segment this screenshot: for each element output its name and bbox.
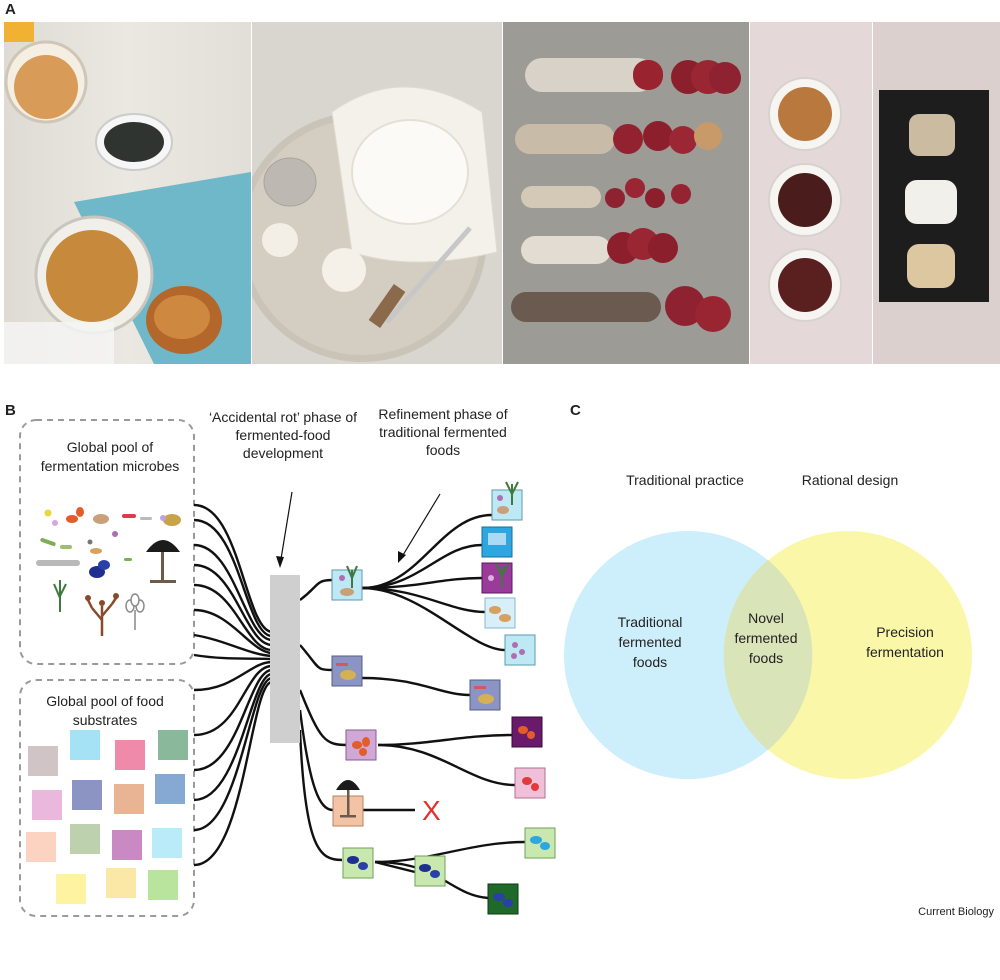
microbe-icons	[36, 507, 181, 636]
filament-icon	[36, 560, 80, 566]
refinement-arrow-head	[398, 551, 406, 563]
novel-fermented-foods-label: Novel fermented foods	[734, 610, 798, 666]
overlap-region	[723, 560, 813, 750]
photo-strip	[4, 22, 1000, 364]
yeast-icon	[163, 514, 181, 526]
food-tile	[469, 679, 501, 711]
rod-bacteria-icon	[60, 545, 72, 549]
cell-icon	[90, 548, 102, 554]
food-tile	[514, 767, 546, 799]
substrate-squares	[26, 730, 188, 904]
penicillium-icon	[125, 593, 145, 630]
substrate-square	[115, 740, 145, 770]
fruiting-body-icon	[146, 540, 180, 552]
bacteria-icon	[66, 515, 78, 523]
spore-icon	[52, 520, 58, 526]
substrate-square	[56, 874, 86, 904]
miso-photo	[750, 22, 872, 364]
food-tile	[487, 883, 519, 915]
connection-lines	[193, 503, 526, 900]
food-tile	[504, 634, 536, 666]
rot-phase-bar	[270, 575, 300, 743]
refinement-phase-label: Refinement phase of traditional fermente…	[378, 406, 508, 458]
food-tile	[524, 827, 556, 859]
precision-fermentation-label: Precision fermentation	[866, 624, 944, 660]
substrate-square	[155, 774, 185, 804]
rot-label-arrow	[279, 491, 293, 566]
food-tile	[491, 481, 523, 521]
substrate-square	[112, 830, 142, 860]
substrate-pool-label: Global pool of food substrates	[46, 693, 164, 728]
rot-arrow-head	[276, 556, 284, 568]
cell-icon	[93, 514, 109, 524]
traditional-fermented-foods-label: Traditional fermented foods	[617, 614, 683, 670]
fruiting-stalk-icon	[161, 552, 164, 582]
salami-photo	[503, 22, 749, 364]
food-tile-mold	[331, 565, 363, 601]
kombucha-photo	[4, 22, 251, 364]
rod-bacteria-icon	[124, 558, 132, 561]
substrate-square	[152, 828, 182, 858]
food-tile-bacteria	[345, 729, 377, 761]
microbe-pool-box	[19, 419, 195, 665]
food-tile	[481, 562, 513, 594]
second-level-foods	[414, 481, 556, 915]
mold-tree-icon	[86, 597, 118, 636]
cheese-photo	[252, 22, 502, 364]
koji-photo	[873, 22, 1000, 364]
rod-bacteria-icon	[122, 514, 136, 518]
yeast-cell-icon	[44, 509, 52, 517]
substrate-square	[158, 730, 188, 760]
panel-letter-c: C	[570, 402, 581, 419]
mold-icon	[53, 580, 67, 612]
mold-spore-icons	[85, 593, 119, 606]
substrate-square	[28, 746, 58, 776]
rod-bacteria-icon	[140, 517, 152, 520]
bacteria-icon	[76, 507, 84, 517]
substrate-square	[32, 790, 62, 820]
food-tile	[511, 716, 543, 748]
substrate-square	[114, 784, 144, 814]
rational-design-label: Rational design	[801, 472, 899, 488]
panel-letter-a: A	[5, 1, 16, 18]
substrate-pool-box	[19, 679, 195, 917]
food-tile	[481, 526, 513, 558]
rot-phase-label: ‘Accidental rot’ phase of fermented-food…	[208, 409, 358, 461]
food-tile-failed	[332, 780, 364, 827]
substrate-square	[148, 870, 178, 900]
bacteria-icon	[98, 560, 110, 570]
substrate-square	[70, 730, 100, 760]
first-level-foods	[331, 565, 377, 879]
rod-bacteria-icon	[40, 537, 56, 547]
journal-credit: Current Biology	[918, 906, 994, 918]
substrate-square	[26, 832, 56, 862]
food-tile	[484, 597, 516, 629]
substrate-square	[72, 780, 102, 810]
traditional-practice-label: Traditional practice	[626, 472, 744, 488]
food-tile-yeast	[331, 655, 363, 687]
microbe-pool-label: Global pool of fermentation microbes	[40, 439, 180, 474]
failed-marker: X	[422, 795, 441, 826]
spore-icon	[112, 531, 118, 537]
substrate-square	[70, 824, 100, 854]
food-tile-blue-bacteria	[342, 847, 374, 879]
fruiting-base-icon	[150, 580, 176, 583]
refinement-label-arrow	[399, 493, 441, 561]
spore-icon	[87, 539, 93, 545]
panel-letter-b: B	[5, 402, 16, 419]
food-tile	[414, 855, 446, 887]
substrate-square	[106, 868, 136, 898]
bud-icon	[160, 515, 166, 521]
